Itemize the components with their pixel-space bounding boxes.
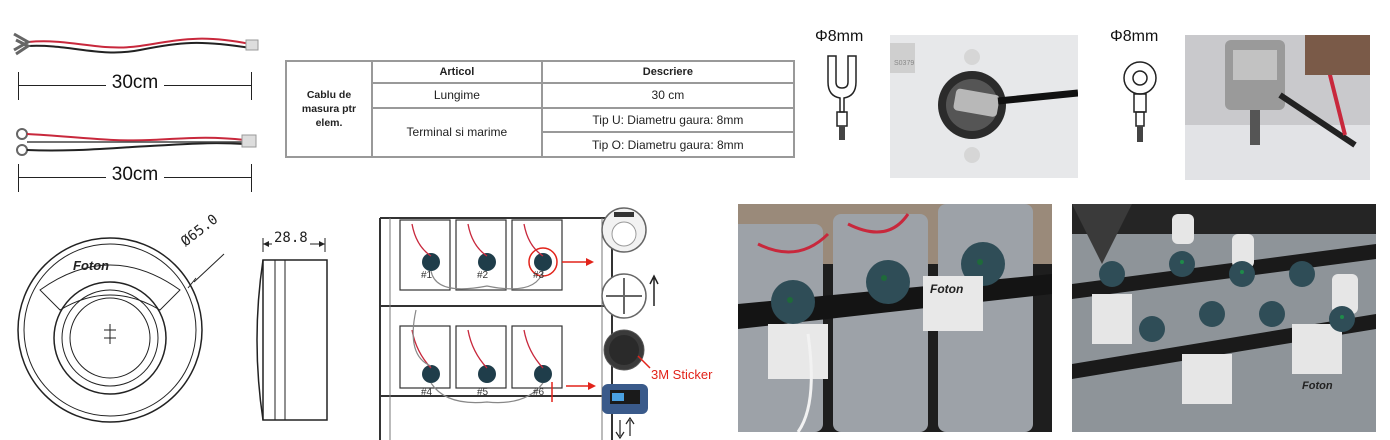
o-terminal-diameter: Φ8mm — [1110, 28, 1159, 45]
spec-cell-article: Terminal si marime — [371, 106, 543, 159]
cable-o-length: 30cm — [105, 164, 165, 185]
sensor-brand-logo: Foton — [73, 258, 110, 273]
cable-o-type — [10, 120, 260, 162]
cable-o-dimension-line: 30cm — [18, 164, 252, 192]
sticker-label: 3M Sticker — [651, 367, 713, 382]
photo-installed-sensors-1 — [738, 204, 1052, 432]
spec-table: Cablu de masura ptr elem. Articol Descri… — [285, 60, 796, 159]
o-terminal-icon — [1123, 61, 1157, 142]
cell-label-2: #2 — [477, 270, 489, 281]
sensor-height-dimension: 28.8 — [272, 230, 310, 246]
cable-o-type-drawing — [16, 128, 257, 156]
cable-u-type-drawing — [13, 32, 259, 56]
spec-cell-article: Lungime — [371, 81, 543, 109]
photo-installed-sensors-2 — [1072, 204, 1376, 432]
battery-rack-diagram — [379, 217, 613, 440]
u-terminal-icon — [827, 55, 857, 140]
spec-cell-description: Tip O: Diametru gaura: 8mm — [540, 131, 796, 158]
photo-o-terminal-install — [1185, 35, 1370, 180]
photo-1-brand-label: Foton — [930, 282, 964, 296]
sensor-front-view — [17, 237, 225, 423]
u-terminal-diameter: Φ8mm — [815, 28, 864, 45]
cell-label-1: #1 — [421, 270, 433, 281]
photo-u-terminal-on-battery: S0379 — [890, 35, 1078, 178]
svg-text:S0379: S0379 — [894, 60, 914, 67]
cable-u-type — [10, 20, 260, 60]
photo-2-brand-label: Foton — [1302, 380, 1333, 392]
cell-label-5: #5 — [477, 387, 489, 398]
cable-u-length: 30cm — [105, 72, 165, 93]
spec-cell-description: 30 cm — [540, 81, 796, 109]
spec-side-label: Cablu de masura ptr elem. — [285, 60, 373, 158]
sensor-install-steps — [601, 207, 659, 440]
cell-label-4: #4 — [421, 387, 433, 398]
cable-u-dimension-line: 30cm — [18, 72, 252, 100]
spec-header-description: Descriere — [540, 60, 796, 84]
cell-label-3: #3 — [533, 270, 545, 281]
spec-header-article: Articol — [371, 60, 543, 84]
sensor-side-view — [256, 238, 328, 421]
spec-cell-description: Tip U: Diametru gaura: 8mm — [540, 106, 796, 134]
cell-label-6: #6 — [533, 387, 545, 398]
